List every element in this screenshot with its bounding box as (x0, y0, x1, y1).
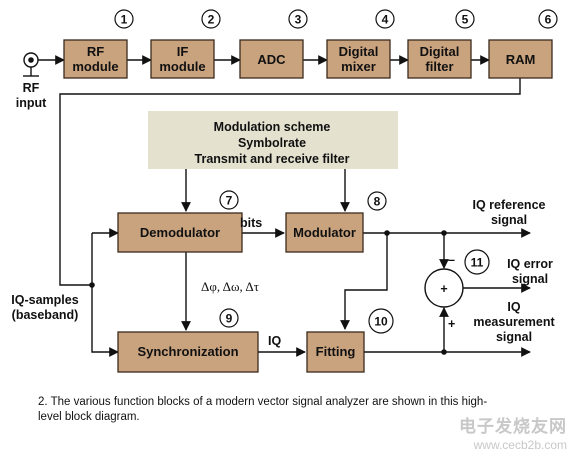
step-number: 7 (226, 194, 233, 208)
connections (23, 55, 531, 357)
block-fitting: Fitting (306, 331, 365, 373)
block-adc: ADC (239, 39, 304, 79)
sum-minus-input: – (448, 253, 455, 267)
settings-line: Modulation scheme (214, 120, 331, 134)
bits-label: bits (240, 216, 262, 230)
block-label: Fitting (316, 344, 356, 359)
step-number: 3 (295, 13, 302, 27)
block-demodulator: Demodulator (117, 212, 243, 253)
step-number: 2 (208, 13, 215, 27)
iq-label: IQ (268, 334, 281, 348)
iq-samples-label: IQ-samples(baseband) (11, 293, 78, 322)
block-label: Synchronization (137, 344, 238, 359)
watermark: 电子发烧友网 www.cecb2b.com (459, 412, 567, 452)
block-label: RAM (506, 52, 536, 67)
summing-node: + – + (424, 253, 464, 331)
sync-params-label: Δφ, Δω, Δτ (201, 279, 259, 294)
sum-plus-sign: + (440, 282, 447, 296)
step-number: 6 (545, 13, 552, 27)
block-label: Demodulator (140, 225, 220, 240)
block-diagram: Modulation scheme Symbolrate Transmit an… (11, 9, 558, 373)
junctions (89, 230, 447, 355)
step-number: 10 (374, 315, 388, 329)
step-number: 4 (382, 13, 389, 27)
block-ram: RAM (488, 39, 553, 79)
step-number: 11 (471, 256, 484, 270)
step-number: 1 (121, 13, 128, 27)
watermark-text: 电子发烧友网 (459, 417, 567, 436)
sum-plus-input: + (448, 317, 455, 331)
step-number: 5 (462, 13, 469, 27)
step-number: 8 (374, 195, 381, 209)
figure-caption: 2. The various function blocks of a mode… (38, 396, 488, 423)
block-label: Modulator (293, 225, 356, 240)
step-number: 9 (226, 312, 233, 326)
watermark-url: www.cecb2b.com (473, 438, 567, 452)
rf-input-connector-icon (23, 52, 39, 68)
block-synchronization: Synchronization (117, 331, 259, 373)
step-numbers: 1 2 3 4 5 6 7 8 9 10 11 (114, 9, 558, 334)
block-label: ADC (257, 52, 286, 67)
block-modulator: Modulator (285, 212, 364, 253)
settings-line: Transmit and receive filter (195, 152, 350, 166)
settings-line: Symbolrate (238, 136, 306, 150)
settings-box: Modulation scheme Symbolrate Transmit an… (148, 111, 398, 169)
